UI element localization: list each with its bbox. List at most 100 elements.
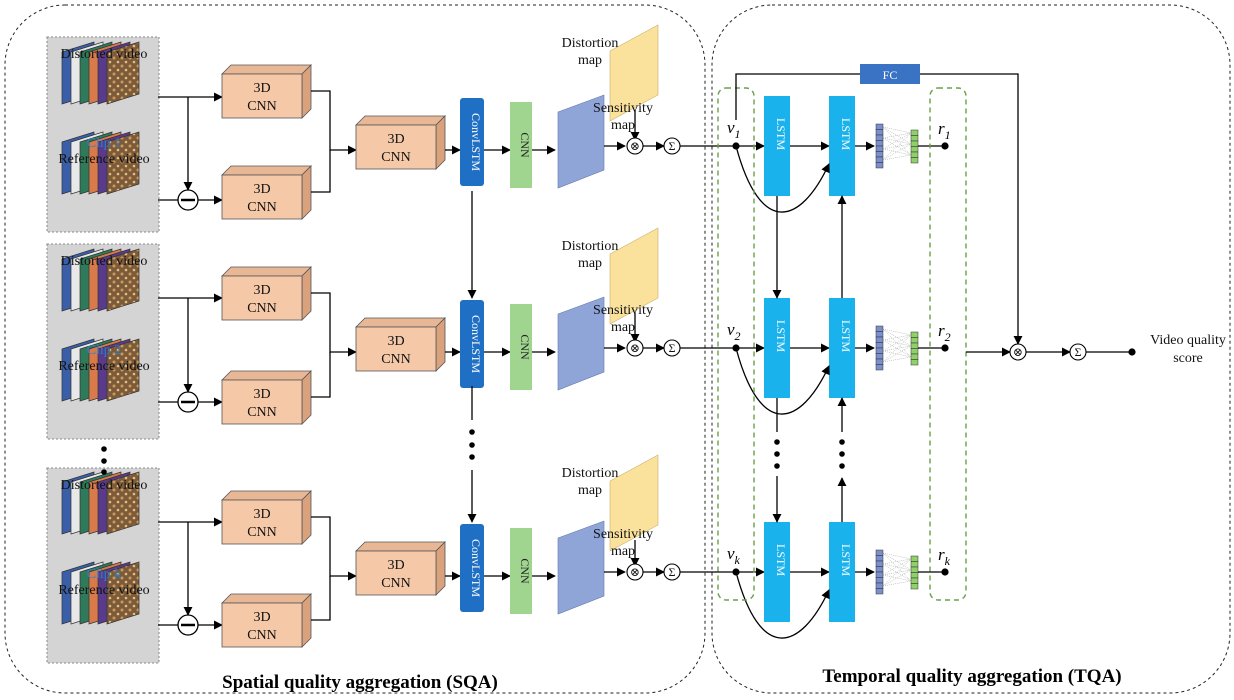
fc-output-cell [910, 342, 919, 349]
fc-output-cell [910, 140, 919, 147]
distortion-map-shape [609, 454, 659, 552]
r-node [941, 568, 949, 576]
fc-output-cell [910, 577, 919, 584]
cnn3d-label-bottom: CNN [247, 405, 277, 420]
math-subscript: 1 [945, 128, 951, 142]
ellipsis-dot [101, 469, 107, 475]
sqa-region [4, 4, 706, 694]
cnn3d-label-bottom: CNN [247, 301, 277, 316]
convlstm-block [460, 98, 484, 186]
fc-label: FC [883, 68, 898, 82]
ellipsis-dot [469, 429, 475, 435]
cnn3d-merge [355, 115, 446, 170]
cube-front [221, 602, 303, 648]
fc-connection [882, 334, 912, 363]
cube-top [355, 317, 446, 328]
fc-input-cell [875, 566, 884, 573]
sensitivity-map-label: Sensitivity [593, 303, 653, 318]
cube-side [301, 593, 312, 648]
video-frame [106, 248, 140, 312]
fc-input-cell [875, 560, 884, 567]
r-label: r2 [938, 321, 951, 344]
final-multiply-op: ⊗ [1013, 345, 1023, 359]
cnn3d-label-top: 3D [253, 81, 270, 96]
math-symbol: r [938, 119, 945, 138]
cube-top [221, 64, 312, 75]
cube-front [355, 124, 437, 170]
cnn-label: CNN [518, 558, 532, 584]
cube-side [301, 490, 312, 545]
tqa-title: Temporal quality aggregation (TQA) [822, 666, 1121, 687]
fc-input-cell [875, 336, 884, 343]
distorted-video-label: Distorted video [61, 47, 148, 62]
cnn3d-top [221, 490, 312, 545]
fc-connection [882, 580, 912, 587]
cnn3d-merge [355, 541, 446, 596]
ellipsis-dot [839, 463, 845, 469]
fc-output-cell [910, 561, 919, 568]
cube-top [355, 541, 446, 552]
cube-side [435, 317, 446, 372]
cnn-label: CNN [518, 334, 532, 360]
fc-input-line [735, 73, 860, 120]
cube-front [221, 499, 303, 545]
fc-connection [882, 143, 912, 150]
fc-input-cell [875, 582, 884, 589]
video-frame [106, 471, 140, 535]
video-frame [106, 338, 140, 402]
clip-label: Clip 1 [87, 136, 122, 151]
fc-connection [882, 356, 912, 363]
ellipsis-dot [469, 442, 475, 448]
video-frame [106, 131, 140, 195]
sensitivity-map-label: Sensitivity [593, 527, 653, 542]
cnn-block [510, 102, 532, 188]
ellipsis-dot [774, 439, 780, 445]
convlstm-label: ConvLSTM [469, 539, 483, 597]
fc-input-cell [875, 571, 884, 578]
cube-side [301, 266, 312, 321]
fc-connection [882, 328, 912, 336]
cnn3d-label-bottom: CNN [247, 99, 277, 114]
fc-connection [882, 328, 912, 358]
cnn3d-label-bottom: CNN [247, 200, 277, 215]
distortion-map-shape [609, 24, 659, 122]
cube-top [221, 266, 312, 277]
merge-line-top [311, 516, 357, 581]
fc-input-cell [875, 129, 884, 136]
convlstm-block [460, 300, 484, 388]
sensitivity-map-shape [557, 94, 605, 189]
lstm2-label: LSTM [839, 544, 853, 576]
cube-front [221, 174, 303, 220]
ellipsis-dot [774, 463, 780, 469]
ellipsis-dot [101, 458, 107, 464]
math-subscript: 2 [735, 329, 741, 343]
fc-output-cell [910, 566, 919, 573]
reference-video-frames [61, 561, 140, 625]
lstm1-label: LSTM [774, 118, 788, 150]
reference-video-frames [61, 131, 140, 195]
convlstm-label: ConvLSTM [469, 315, 483, 373]
output-label: Video quality [1150, 333, 1226, 348]
cnn-block [510, 304, 532, 390]
cnn3d-merge [355, 317, 446, 372]
clip-label: Clip k [87, 567, 122, 582]
lstm2-label: LSTM [839, 118, 853, 150]
r-group-box [929, 87, 967, 601]
fc-connection [882, 552, 912, 560]
distortion-map-label-2: map [578, 256, 602, 271]
cnn3d-label-top: 3D [253, 610, 270, 625]
math-subscript: k [945, 554, 951, 568]
v-group-box [717, 87, 755, 601]
sensitivity-map-label-2: map [611, 544, 635, 559]
distorted-video-frames [61, 471, 140, 535]
multiply-op: ⊗ [630, 341, 640, 355]
v-label: vk [727, 544, 741, 567]
reference-video-label: Reference video [58, 359, 149, 374]
cnn3d-label-top: 3D [387, 334, 404, 349]
merge-line-top [311, 292, 357, 357]
output-node [1128, 348, 1136, 356]
fc-input-cell [875, 134, 884, 141]
fc-connection [882, 154, 912, 161]
cnn3d-label-top: 3D [253, 182, 270, 197]
